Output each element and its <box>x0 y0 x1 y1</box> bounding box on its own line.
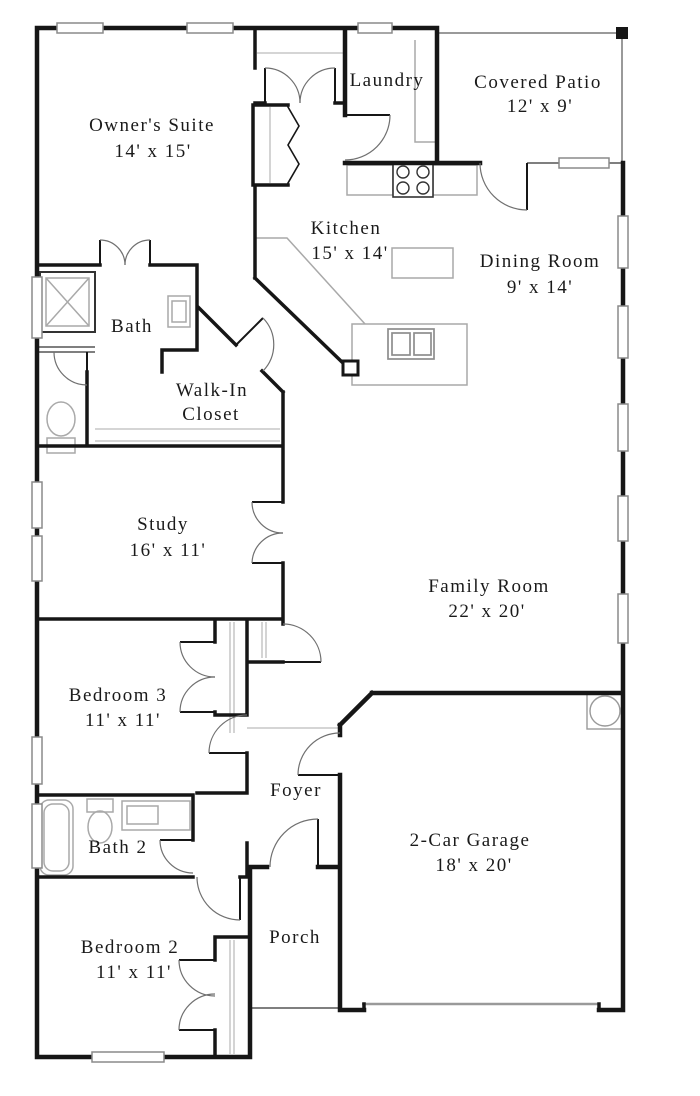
door-leaves <box>86 68 528 1031</box>
room-label-walk-in: Walk-In <box>176 380 248 401</box>
room-label-dining-room: Dining Room <box>480 251 600 272</box>
room-dims-kitchen: 15' x 14' <box>311 243 388 264</box>
room-dims-owners-suite: 14' x 15' <box>114 141 191 162</box>
room-dims-bedroom-2: 11' x 11' <box>96 962 172 983</box>
room-label-bedroom-3: Bedroom 3 <box>69 685 167 706</box>
vanity-2-icon <box>121 800 191 831</box>
laundry-counter <box>414 40 437 143</box>
toilet-2-icon <box>86 798 114 844</box>
double-sink-icon <box>387 328 435 360</box>
room-label-porch: Porch <box>269 927 321 948</box>
patio-outline <box>437 27 628 162</box>
room-label-walk-in-2: Closet <box>182 404 240 425</box>
room-label-covered-patio: Covered Patio <box>474 72 602 93</box>
vanity-sink-icon <box>167 295 191 328</box>
door-arcs <box>53 67 528 1031</box>
room-dims-covered-patio: 12' x 9' <box>507 96 573 117</box>
room-label-owners-suite: Owner's Suite <box>89 115 215 136</box>
pantry-bifold-door <box>286 105 300 185</box>
room-dims-garage: 18' x 20' <box>435 855 512 876</box>
kitchen-counter <box>255 237 468 386</box>
room-label-family-room: Family Room <box>428 576 550 597</box>
interior-walls <box>35 26 601 1059</box>
bathtub-icon <box>39 799 74 876</box>
room-label-study: Study <box>137 514 189 535</box>
room-dims-study: 16' x 11' <box>130 540 207 561</box>
kitchen-island <box>391 247 454 279</box>
room-label-laundry: Laundry <box>350 70 425 91</box>
wc-opening <box>38 346 95 353</box>
room-label-kitchen: Kitchen <box>311 218 382 239</box>
windows <box>31 22 629 1063</box>
water-heater-icon <box>586 693 625 730</box>
shower-icon <box>39 271 96 333</box>
closet-shelves <box>95 52 343 1054</box>
room-dims-family-room: 22' x 20' <box>448 601 525 622</box>
wall-post <box>341 359 360 377</box>
room-labels: Owner's Suite 14' x 15' Laundry Covered … <box>69 70 602 983</box>
room-label-bath: Bath <box>111 316 153 337</box>
exterior-walls <box>34 25 626 1060</box>
room-label-bath-2: Bath 2 <box>88 837 147 858</box>
room-label-foyer: Foyer <box>270 780 322 801</box>
room-dims-bedroom-3: 11' x 11' <box>85 710 161 731</box>
room-label-garage: 2-Car Garage <box>410 830 531 851</box>
room-label-bedroom-2: Bedroom 2 <box>81 937 179 958</box>
room-dims-dining-room: 9' x 14' <box>507 277 573 298</box>
stove-icon <box>346 162 478 198</box>
